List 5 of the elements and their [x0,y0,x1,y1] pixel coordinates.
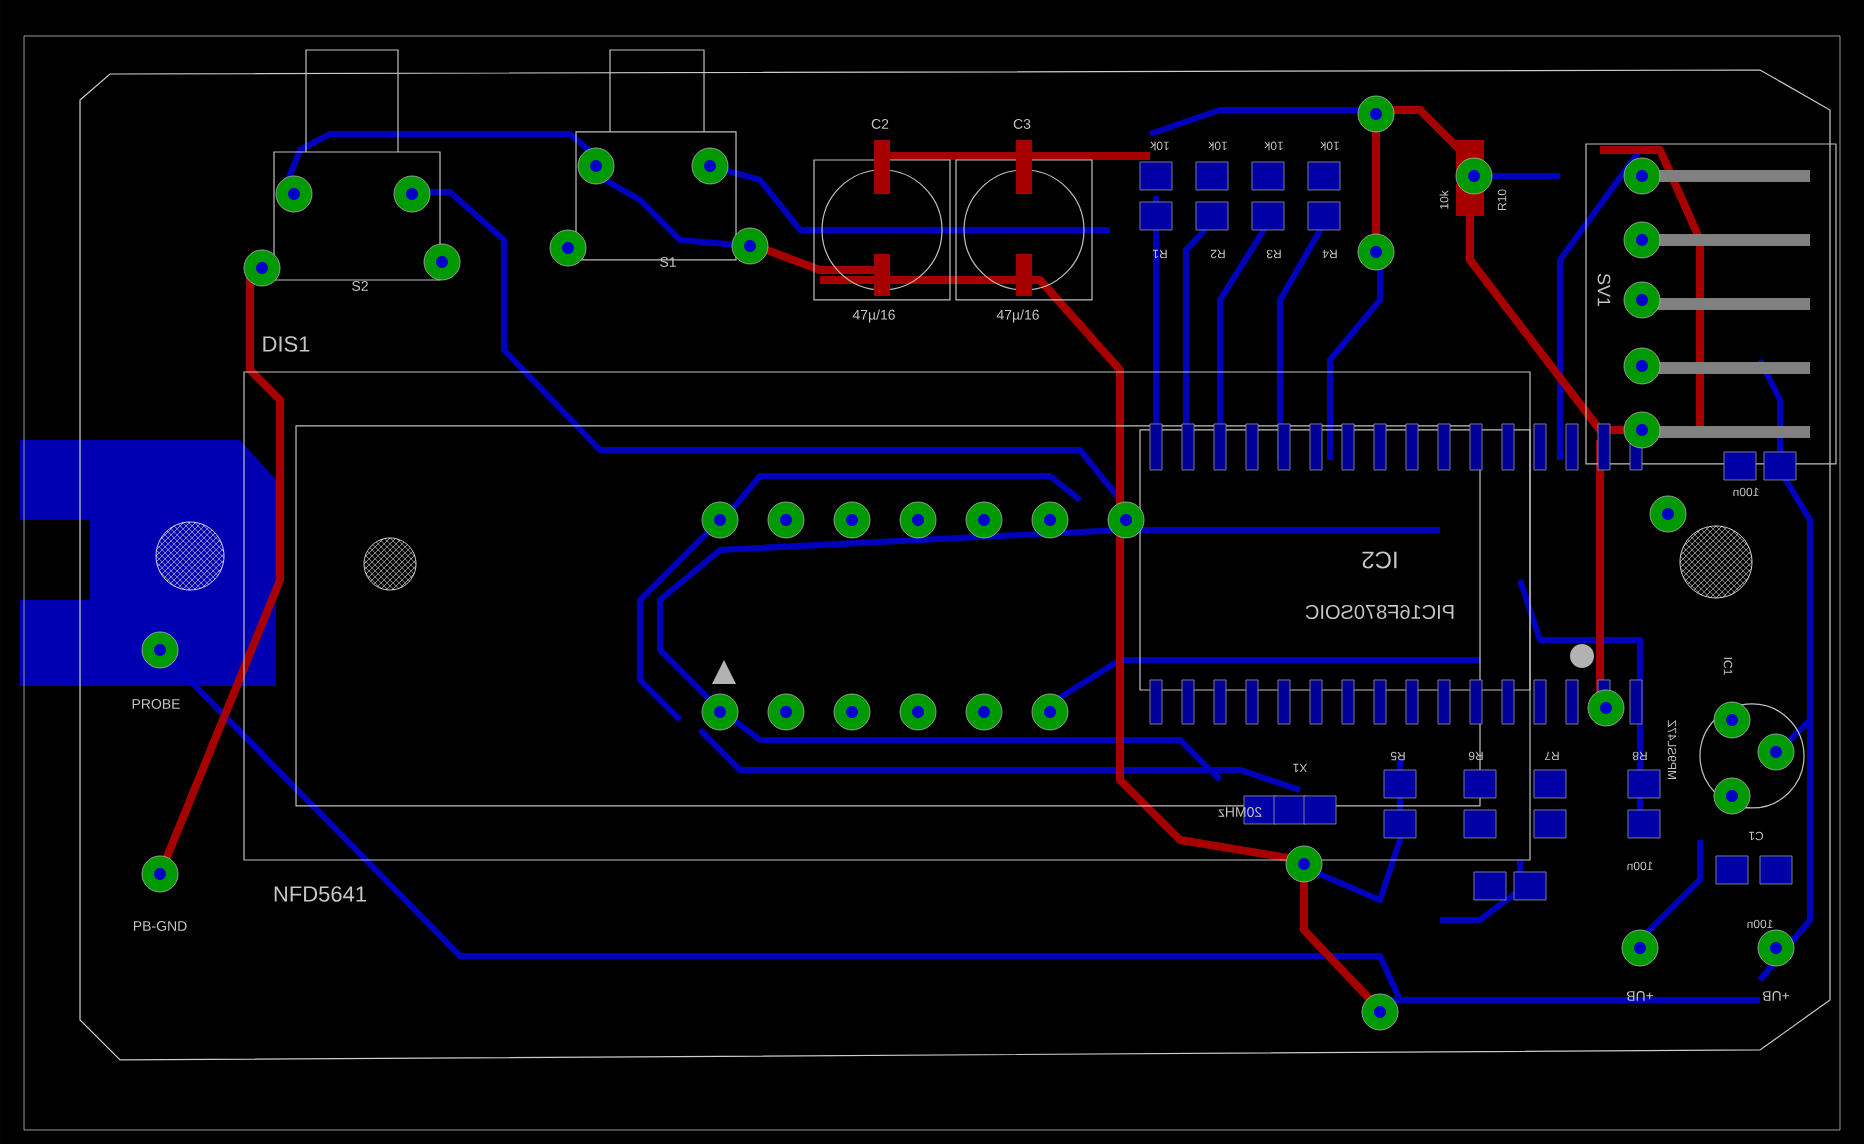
component-label: NFD5641 [274,886,366,902]
component-label: DIS1 [263,336,310,352]
component-label: PIC16F870SOIC [1305,604,1454,620]
component-label: SV1 [1597,273,1611,307]
component-label: IC2 [1362,551,1397,569]
